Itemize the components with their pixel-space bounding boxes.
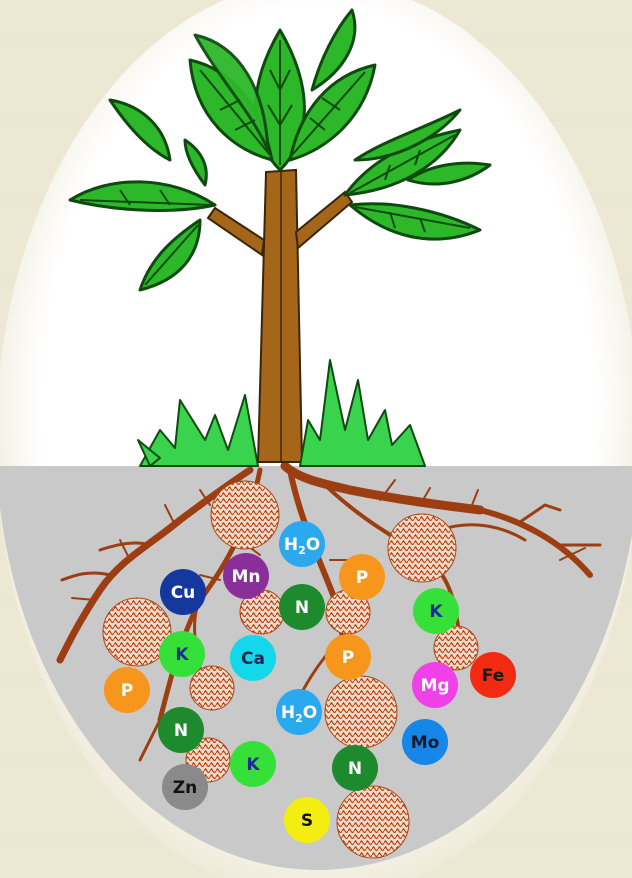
nutrient-mg: Mg [412,662,458,708]
nutrient-label: Zn [173,778,197,798]
soil-clump [211,481,279,549]
soil-clump [337,786,409,858]
nutrient-label: Mo [411,733,440,753]
nutrient-s: S [284,797,330,843]
nutrient-h2o-mid: H2O [276,689,322,735]
nutrient-cu: Cu [160,569,206,615]
nutrient-zn: Zn [162,764,208,810]
nutrient-label: N [295,598,309,618]
nutrient-p-top: P [339,554,385,600]
nutrient-label: K [429,602,443,622]
nutrient-k-right: K [413,588,459,634]
nutrient-label: Mn [231,567,260,587]
nutrient-label: P [356,568,368,588]
nutrient-label: K [246,755,260,775]
soil-clump [388,514,456,582]
nutrient-k-left: K [159,631,205,677]
nutrient-label: N [348,759,362,779]
nutrient-mn: Mn [223,553,269,599]
nutrient-label: Cu [171,583,196,603]
nutrient-label: Ca [241,649,265,669]
nutrient-k-bottom: K [230,741,276,787]
nutrient-label: N [174,721,188,741]
soil-clump [190,666,234,710]
nutrient-label: S [301,811,313,831]
nutrient-p-left: P [104,667,150,713]
nutrient-p-mid: P [325,634,371,680]
nutrient-label: Fe [482,666,504,686]
nutrient-n-bottom: N [332,745,378,791]
soil-clump [325,676,397,748]
nutrient-n-top: N [279,584,325,630]
nutrient-n-left: N [158,707,204,753]
nutrient-label: P [342,648,354,668]
nutrient-label: P [121,681,133,701]
nutrient-mo: Mo [402,719,448,765]
nutrient-fe: Fe [470,652,516,698]
nutrient-label: K [175,645,189,665]
nutrient-ca: Ca [230,635,276,681]
nutrient-label: Mg [420,676,449,696]
nutrient-h2o-top: H2O [279,521,325,567]
